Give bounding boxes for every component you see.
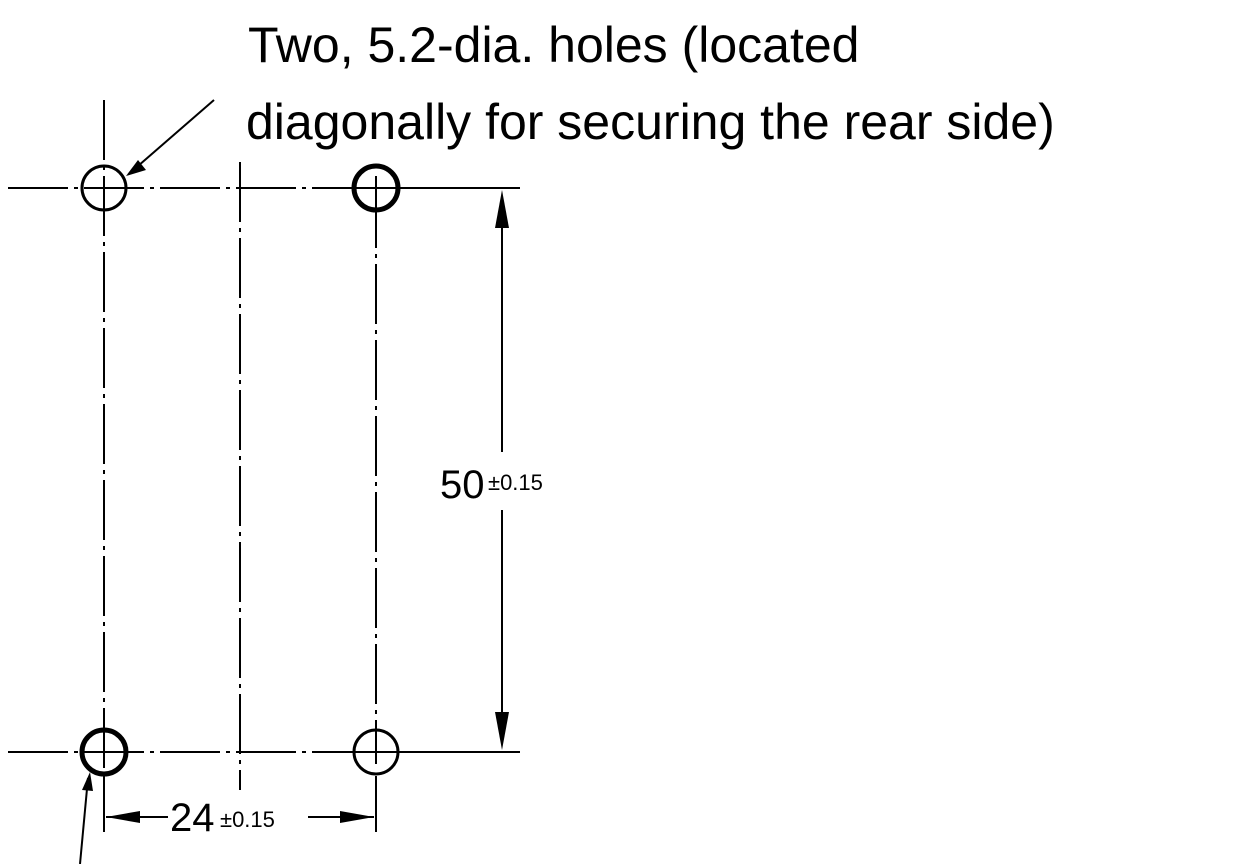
hole-bottom-right (352, 728, 400, 776)
horizontal-dimension (103, 776, 377, 832)
callout-line-2: diagonally for securing the rear side) (246, 94, 1055, 150)
hole-top-left (80, 164, 128, 212)
horizontal-dimension-tolerance: ±0.15 (220, 807, 275, 832)
vertical-dimension-value: 50 (440, 463, 485, 507)
vertical-center-lines (103, 100, 377, 790)
vertical-dimension-tolerance: ±0.15 (488, 470, 543, 495)
horizontal-dimension-value: 24 (170, 796, 215, 840)
leader-arrow-bottom (79, 772, 93, 864)
vertical-dimension (400, 187, 520, 753)
leader-arrow-top (126, 99, 215, 176)
callout-line-1: Two, 5.2-dia. holes (located (248, 17, 859, 73)
hole-top-right (351, 163, 401, 213)
hole-bottom-left (79, 727, 129, 777)
